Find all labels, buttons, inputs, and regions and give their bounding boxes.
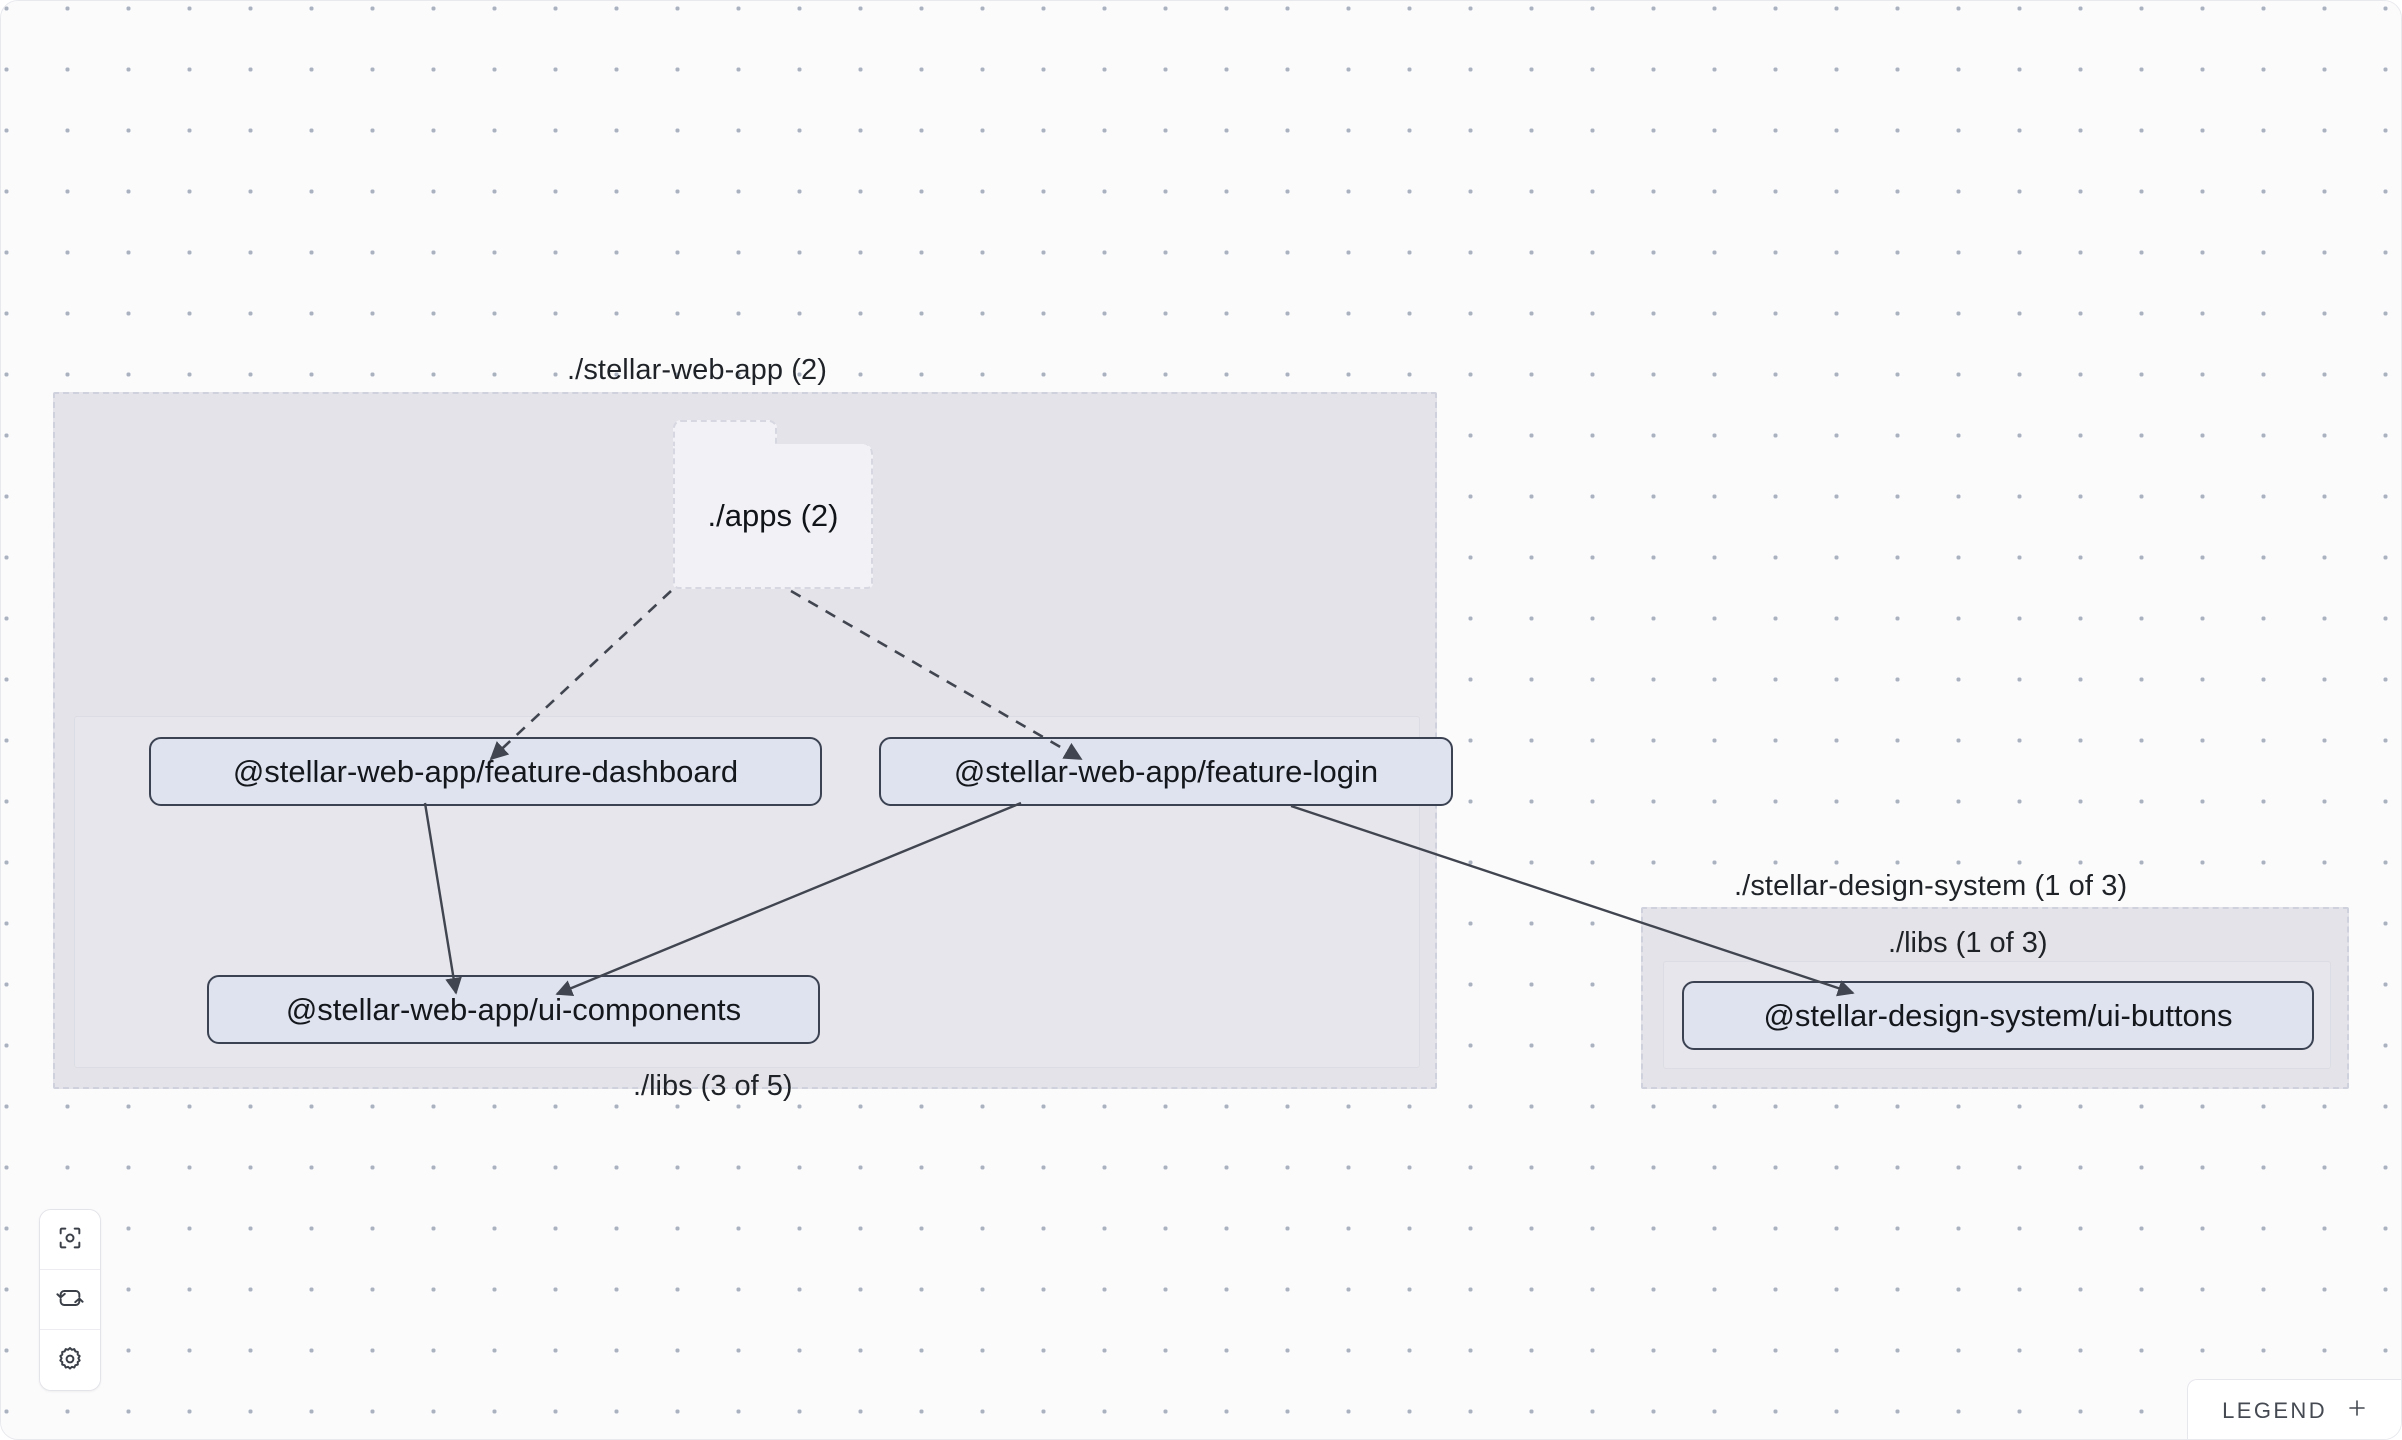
settings-button[interactable] [40,1330,100,1390]
refresh-icon [56,1284,84,1315]
lib-node-feature-dashboard[interactable]: @stellar-web-app/feature-dashboard [149,737,822,806]
lib-node-label: @stellar-design-system/ui-buttons [1763,998,2233,1033]
project-title-stellar-design-system: ./stellar-design-system (1 of 3) [1734,870,2128,902]
focus-target-icon [56,1224,84,1255]
project-group-stellar-web-app[interactable]: ./apps (2) ./libs (3 of 5) @stellar-web-… [53,392,1453,1101]
libs-group-stellar-web-app[interactable]: @stellar-web-app/feature-dashboard @stel… [74,716,1453,1068]
folder-node-apps[interactable]: ./apps (2) [673,420,873,589]
graph-controls [39,1209,101,1391]
lib-node-feature-login[interactable]: @stellar-web-app/feature-login [879,737,1453,806]
lib-node-ui-components[interactable]: @stellar-web-app/ui-components [207,975,820,1044]
project-title-stellar-web-app: ./stellar-web-app (2) [567,354,827,386]
project-group-stellar-design-system[interactable]: ./libs (1 of 3) @stellar-design-system/u… [1641,907,2349,1089]
refresh-button[interactable] [40,1270,100,1330]
libs-title-stellar-web-app: ./libs (3 of 5) [633,1070,793,1102]
lib-node-label: @stellar-web-app/feature-dashboard [232,754,739,789]
lib-node-ui-buttons[interactable]: @stellar-design-system/ui-buttons [1682,981,2314,1050]
libs-group-stellar-design-system[interactable]: @stellar-design-system/ui-buttons [1663,961,2331,1069]
legend-label: LEGEND [2222,1397,2327,1423]
lib-node-label: @stellar-web-app/ui-components [285,992,742,1027]
gear-icon [56,1345,84,1376]
legend-panel[interactable]: LEGEND [2187,1379,2401,1439]
plus-icon [2345,1396,2369,1425]
focus-graph-button[interactable] [40,1210,100,1270]
folder-icon [673,420,777,450]
lib-node-label: @stellar-web-app/feature-login [953,754,1379,789]
folder-node-label: ./apps (2) [707,498,839,533]
libs-title-stellar-design-system: ./libs (1 of 3) [1888,927,2048,959]
